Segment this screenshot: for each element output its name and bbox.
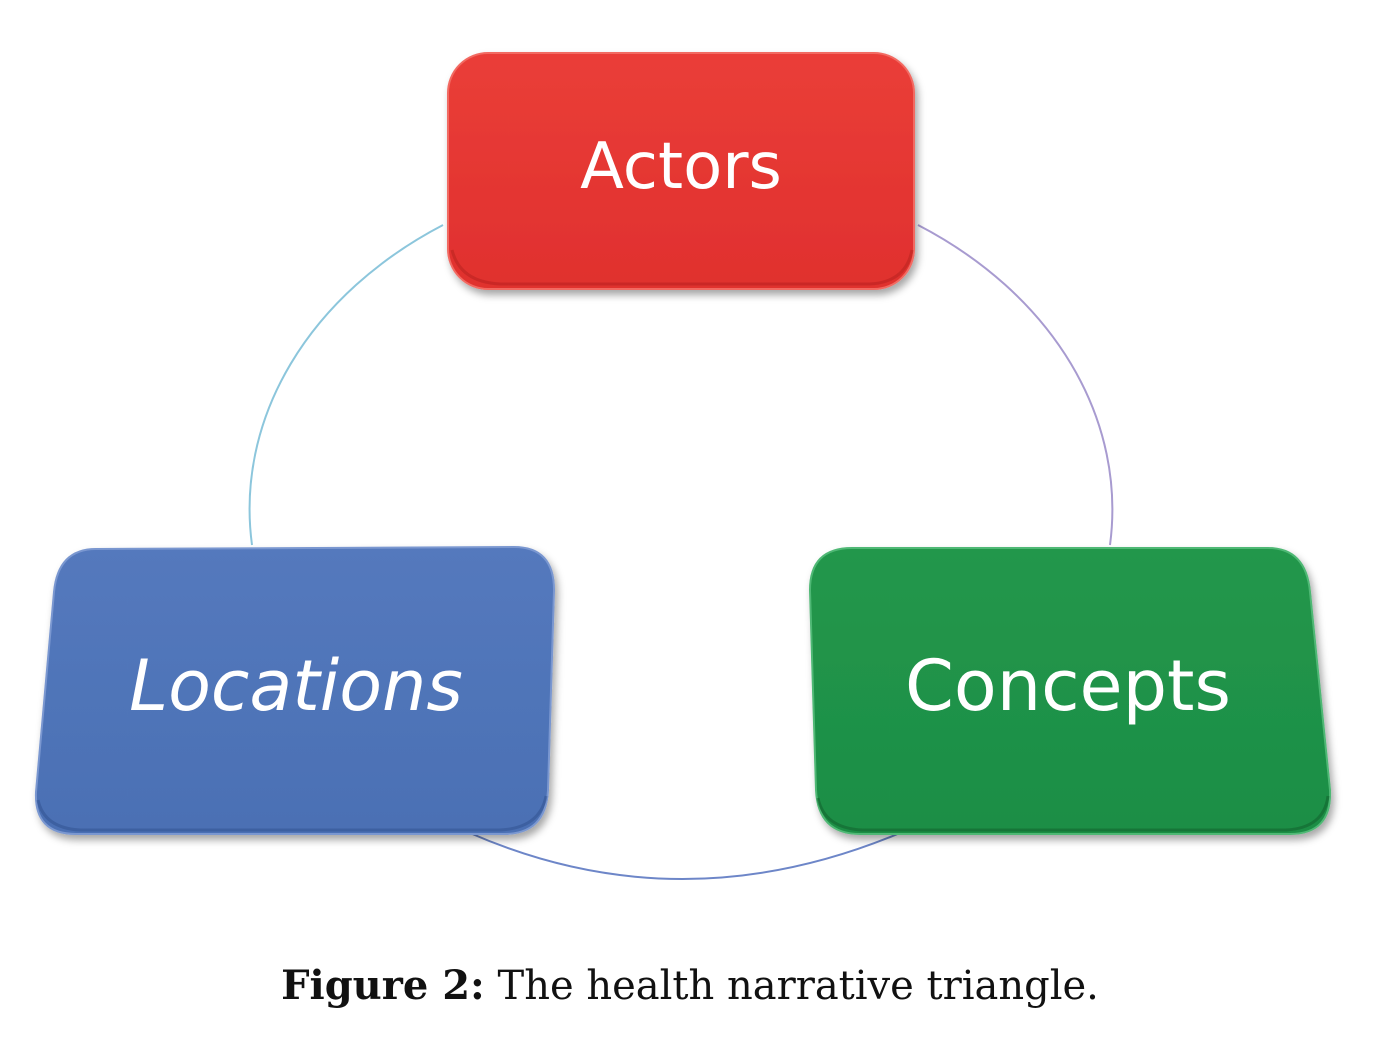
connector-arc-right	[917, 224, 1114, 546]
narrative-triangle-diagram: Actors Locations Concepts	[34, 52, 1332, 880]
node-actors-label: Actors	[580, 130, 782, 204]
node-actors-bevel	[450, 249, 914, 286]
node-actors: Actors	[447, 52, 915, 290]
node-locations-label: Locations	[129, 645, 463, 727]
node-locations-box	[34, 545, 556, 835]
node-concepts: Concepts	[808, 547, 1332, 835]
node-locations: Locations	[34, 545, 556, 835]
figure-caption: Figure 2: The health narrative triangle.	[0, 962, 1380, 1009]
node-concepts-box	[808, 547, 1332, 835]
connector-arc-left	[248, 224, 444, 546]
node-concepts-bevel	[816, 795, 1330, 832]
figure-caption-text: The health narrative triangle.	[484, 963, 1099, 1009]
node-actors-box	[447, 52, 915, 290]
figure-caption-prefix: Figure 2:	[281, 962, 485, 1009]
node-concepts-label: Concepts	[905, 645, 1231, 727]
connector-arc-bottom	[469, 832, 901, 880]
node-locations-bevel	[36, 795, 548, 832]
